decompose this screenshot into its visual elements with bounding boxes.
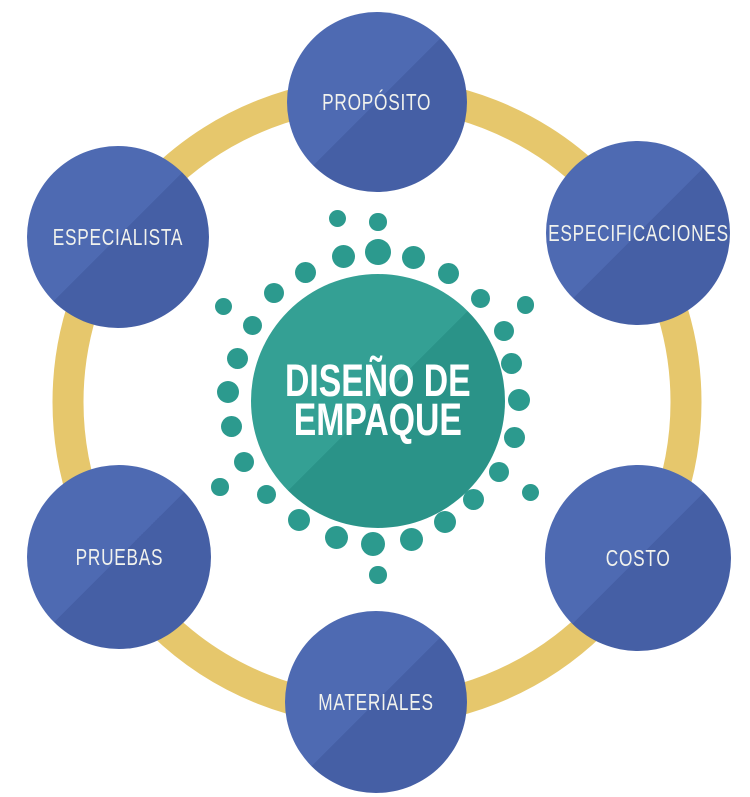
sunburst-dot bbox=[226, 347, 248, 369]
sunburst-dot bbox=[217, 380, 240, 403]
node-costo-label: COSTO bbox=[605, 544, 671, 571]
node-pruebas-label: PRUEBAS bbox=[75, 543, 163, 570]
sunburst-dot bbox=[462, 489, 484, 511]
sunburst-dot bbox=[288, 509, 311, 532]
node-especialista-label: ESPECIALISTA bbox=[52, 223, 184, 250]
node-proposito-label: PROPÓSITO bbox=[322, 88, 432, 115]
sunburst-dot bbox=[331, 244, 355, 268]
sunburst-dot bbox=[214, 297, 233, 316]
sunburst-dot bbox=[324, 526, 348, 550]
node-pruebas: PRUEBAS bbox=[27, 465, 211, 649]
hub-label-line2: EMPAQUE bbox=[293, 394, 463, 445]
sunburst-dot bbox=[493, 321, 514, 342]
sunburst-dot bbox=[516, 296, 535, 314]
sunburst-dot bbox=[488, 462, 509, 483]
sunburst-dot bbox=[328, 209, 347, 228]
node-especificaciones-label: ESPECIFICACIONES bbox=[547, 219, 729, 246]
sunburst-dot bbox=[369, 213, 387, 231]
sunburst-dot bbox=[220, 416, 242, 438]
sunburst-dot bbox=[521, 483, 540, 502]
sunburst-dot bbox=[501, 353, 523, 375]
sunburst-dot bbox=[402, 245, 426, 269]
sunburst-dot bbox=[243, 316, 263, 336]
sunburst-dot bbox=[211, 478, 229, 496]
node-costo: COSTO bbox=[545, 465, 731, 651]
sunburst-dot bbox=[399, 527, 423, 551]
node-materiales: MATERIALES bbox=[285, 611, 467, 793]
node-materiales-label: MATERIALES bbox=[318, 688, 434, 715]
sunburst-dot bbox=[365, 239, 391, 265]
sunburst-dot bbox=[234, 451, 255, 472]
sunburst-dot bbox=[369, 566, 387, 584]
hub-label-line1: DISEÑO DE bbox=[285, 355, 471, 407]
node-especificaciones: ESPECIFICACIONES bbox=[546, 141, 730, 325]
sunburst-dot bbox=[503, 426, 525, 448]
sunburst-dot bbox=[294, 261, 316, 283]
sunburst-dot bbox=[433, 510, 456, 533]
sunburst-dot bbox=[438, 262, 460, 284]
sunburst-dot bbox=[257, 484, 277, 504]
node-proposito: PROPÓSITO bbox=[287, 12, 467, 192]
sunburst-dot bbox=[263, 283, 284, 304]
hub-circle: DISEÑO DE EMPAQUE bbox=[251, 274, 505, 528]
hub-label: DISEÑO DE EMPAQUE bbox=[285, 355, 471, 445]
sunburst-dot bbox=[361, 531, 385, 556]
sunburst-dot bbox=[471, 288, 491, 308]
sunburst-dot bbox=[507, 388, 530, 411]
node-especialista: ESPECIALISTA bbox=[27, 146, 209, 328]
